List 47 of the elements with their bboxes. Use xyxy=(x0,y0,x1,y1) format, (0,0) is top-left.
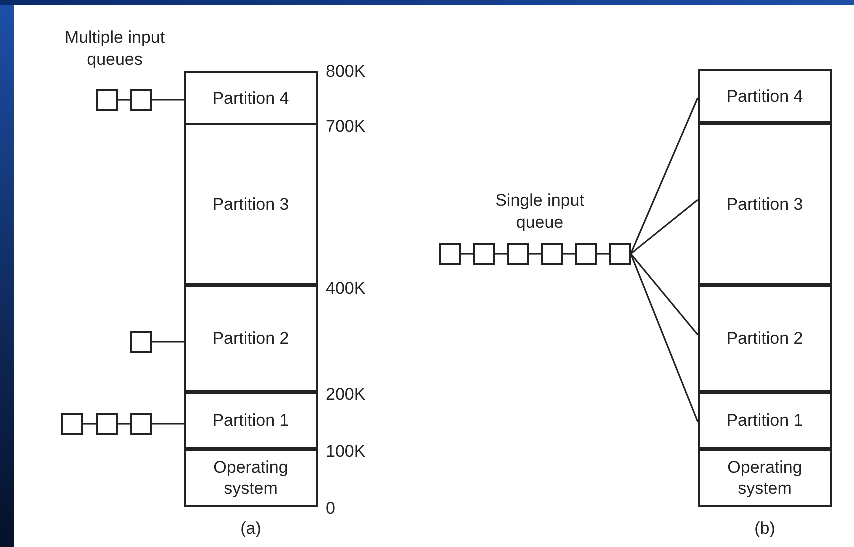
connector-line xyxy=(495,253,507,255)
connector-line xyxy=(83,423,96,425)
diagram-label: 400K xyxy=(326,278,367,300)
memory-partition: Partition 4 xyxy=(698,69,832,123)
connector-line xyxy=(630,253,699,336)
memory-partition: Partition 2 xyxy=(184,285,318,392)
connector-line xyxy=(630,199,698,255)
queue-slot xyxy=(507,243,529,265)
connector-line xyxy=(597,253,609,255)
diagram-label: (b) xyxy=(754,518,776,540)
diagram-label: 800K xyxy=(326,61,367,83)
queue-slot xyxy=(96,89,118,111)
memory-partition: Partition 4 xyxy=(184,71,318,125)
connector-line xyxy=(118,99,130,101)
queue-slot xyxy=(61,413,83,435)
diagram-label: Multiple input queues xyxy=(64,27,166,71)
queue-slot xyxy=(130,413,152,435)
connector-line xyxy=(152,341,184,343)
connector-line xyxy=(152,423,184,425)
connector-line xyxy=(152,99,184,101)
queue-slot xyxy=(130,89,152,111)
diagram-label: 700K xyxy=(326,116,367,138)
memory-partition: Operating system xyxy=(698,449,832,507)
memory-partition: Partition 2 xyxy=(698,285,832,392)
diagram-label: 0 xyxy=(326,498,336,520)
connector-line xyxy=(630,98,699,254)
connector-line xyxy=(563,253,575,255)
queue-slot xyxy=(130,331,152,353)
queue-slot xyxy=(541,243,563,265)
memory-partition: Partition 3 xyxy=(184,123,318,285)
queue-slot xyxy=(439,243,461,265)
memory-partition: Partition 1 xyxy=(184,392,318,449)
queue-slot xyxy=(609,243,631,265)
queue-slot xyxy=(96,413,118,435)
memory-partition: Partition 3 xyxy=(698,123,832,285)
connector-line xyxy=(118,423,130,425)
connector-line xyxy=(461,253,473,255)
connector-line xyxy=(630,254,699,422)
memory-partition: Operating system xyxy=(184,449,318,507)
diagram-label: 100K xyxy=(326,441,367,463)
queue-slot xyxy=(575,243,597,265)
connector-line xyxy=(529,253,541,255)
diagram-label: Single input queue xyxy=(494,190,586,234)
diagram-label: 200K xyxy=(326,384,367,406)
queue-slot xyxy=(473,243,495,265)
diagram-label: (a) xyxy=(240,518,262,540)
memory-partition: Partition 1 xyxy=(698,392,832,449)
